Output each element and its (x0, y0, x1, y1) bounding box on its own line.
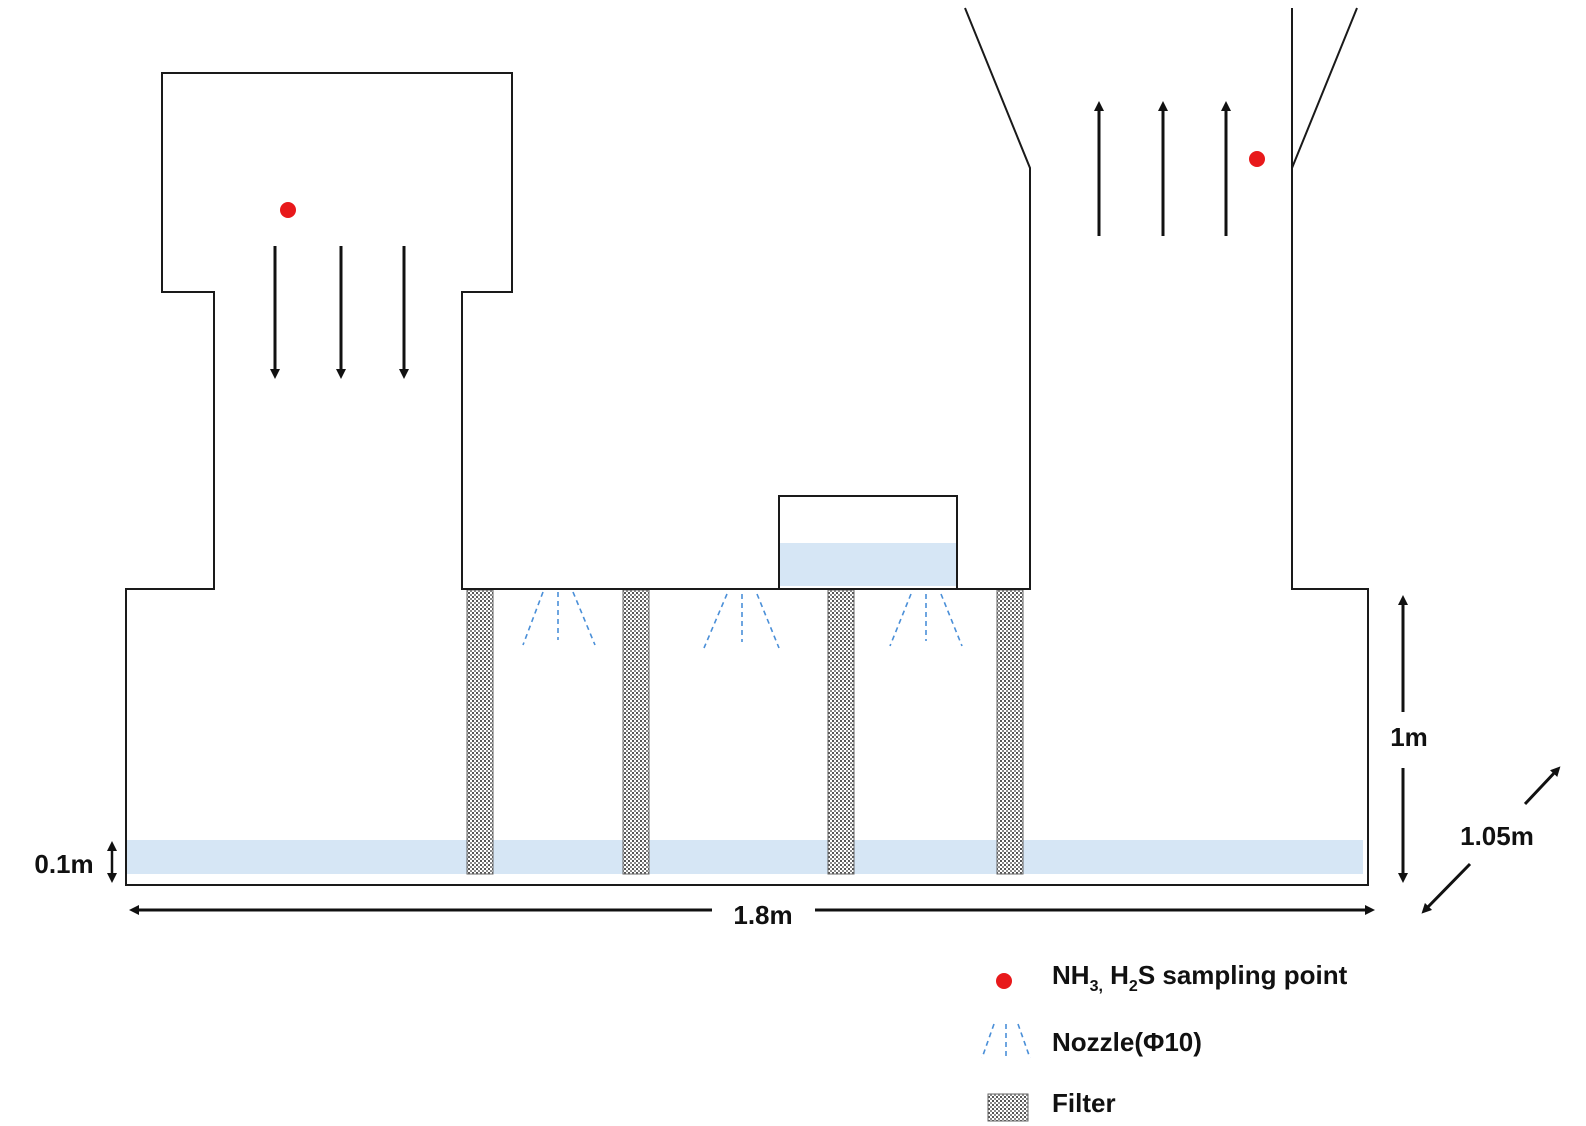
stippled-filter-icon (987, 1093, 1029, 1122)
nozzle-1 (522, 591, 596, 646)
water-depth-label: 0.1m (34, 849, 93, 879)
sampling-point-outlet (1249, 151, 1265, 167)
red-dot-icon (996, 973, 1012, 989)
depth-arrow-down (1421, 862, 1472, 914)
depth-label: 1.05m (1460, 821, 1534, 851)
filter-2 (622, 589, 650, 875)
legend-nozzle-text: Nozzle(Φ10) (1052, 1027, 1202, 1057)
filter-3 (827, 589, 855, 875)
filter-4 (996, 589, 1024, 875)
height-label: 1m (1390, 722, 1428, 752)
nozzle-2 (703, 593, 780, 649)
water-basin (126, 840, 1363, 874)
width-label: 1.8m (733, 900, 792, 930)
spray-nozzle-icon (981, 1023, 1031, 1059)
tray-water (779, 543, 957, 586)
legend-sampling-text: NH3, H2S sampling point (1052, 960, 1348, 995)
legend-filter-text: Filter (1052, 1088, 1116, 1118)
sampling-point-inlet (280, 202, 296, 218)
scrubber-outline (125, 7, 1293, 876)
top-tray (778, 495, 958, 590)
outlet-right-wall (125, 7, 1369, 886)
nozzle-3 (889, 593, 963, 647)
depth-arrow-up (1523, 766, 1561, 806)
filter-1 (466, 589, 494, 875)
